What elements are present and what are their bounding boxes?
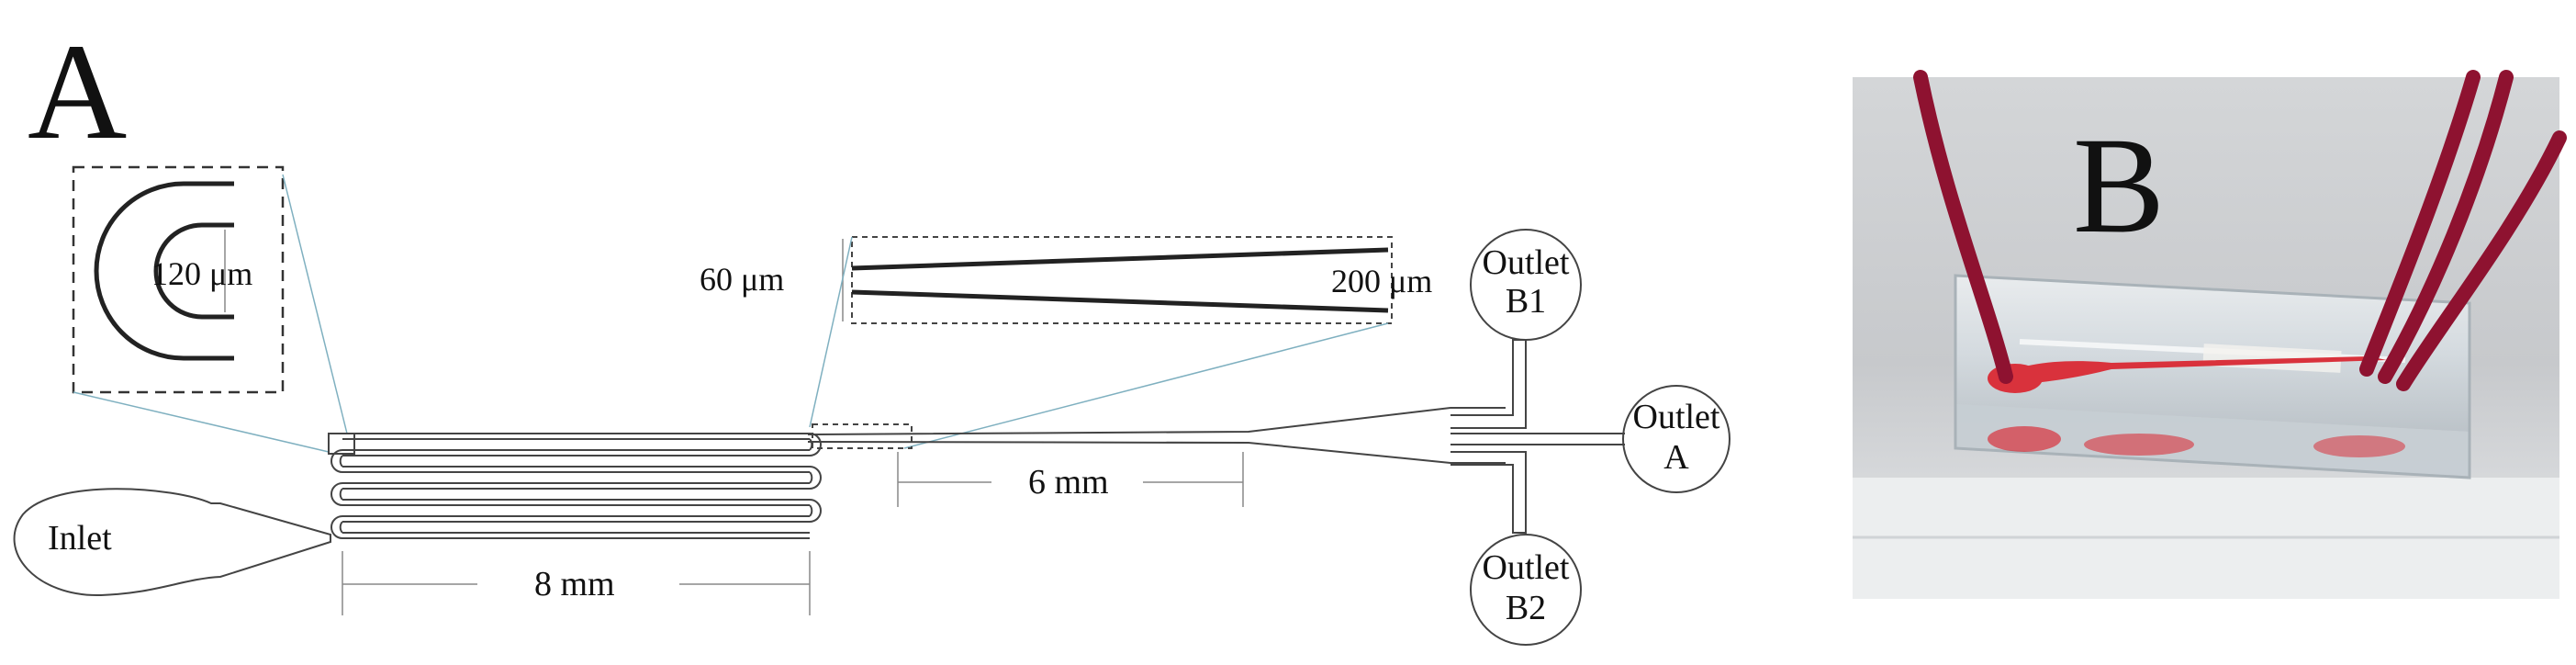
- tube-inlet: [1913, 70, 2013, 384]
- channel-upper-wall: [807, 407, 1506, 435]
- bend-dimension-label: 120 μm: [151, 255, 252, 292]
- bend-inner-wall: [153, 222, 234, 320]
- outlet-b1-line2: B1: [1506, 282, 1546, 321]
- panel-a: A 120 μm Inlet 8 mm: [13, 16, 1730, 646]
- outlet-a-line1: Outlet: [1633, 398, 1720, 436]
- channel-lower-wall: [807, 441, 1506, 464]
- inset-bend-frame: [72, 165, 285, 394]
- serpentine-bend: [330, 482, 343, 506]
- liquid-reflection-middle: [2084, 434, 2194, 456]
- tubing: [1913, 70, 2567, 391]
- inlet-label: Inlet: [48, 519, 112, 558]
- inset-taper: 60 μm 200 μm: [700, 236, 1432, 449]
- outlet-b1-line1: Outlet: [1483, 243, 1570, 282]
- serpentine-dimension: 8 mm: [342, 551, 811, 615]
- outlet-b1: Outlet B1: [1470, 229, 1582, 341]
- outlet-b1-circle: [1470, 229, 1582, 341]
- inlet-chamber: [13, 488, 331, 597]
- outlet-a-line2: A: [1663, 438, 1689, 477]
- taper-zoom-marker: [812, 423, 913, 449]
- liquid-channel: [1999, 356, 2387, 385]
- serpentine-bend: [330, 449, 343, 473]
- outlet-b2-line2: B2: [1506, 589, 1546, 627]
- serpentine-loops: [330, 433, 822, 539]
- main-channel: [807, 339, 1625, 534]
- bend-outer-wall: [94, 181, 234, 361]
- serpentine-bend: [809, 433, 822, 456]
- taper-zoom-guide-left: [809, 236, 853, 428]
- outlet-a-circle: [1622, 385, 1730, 493]
- taper-narrow-label: 60 μm: [700, 261, 784, 298]
- panel-a-label: A: [28, 16, 127, 168]
- bend-zoom-marker: [328, 433, 355, 455]
- serpentine-bend: [330, 515, 343, 539]
- branch-b1: [1450, 339, 1527, 429]
- outlet-b2-circle: [1470, 534, 1582, 646]
- inset-bend: 120 μm: [72, 165, 348, 453]
- panel-b-label: B: [2073, 109, 2165, 262]
- taper-lower-wall: [851, 289, 1389, 313]
- serpentine-straight-segments: [342, 433, 810, 539]
- chip-label-strip: [2202, 344, 2342, 373]
- liquid-inlet-blob: [1988, 364, 2043, 393]
- taper-wide-label: 200 μm: [1331, 263, 1432, 299]
- taper-dimension: 6 mm: [897, 452, 1244, 507]
- outlet-a: Outlet A: [1622, 385, 1730, 493]
- serpentine-length-label: 8 mm: [534, 565, 615, 603]
- chip-outline: [1954, 274, 2471, 479]
- inset-taper-frame: [851, 236, 1393, 324]
- tube-outlet-3: [2396, 130, 2567, 391]
- serpentine-bend: [809, 499, 822, 523]
- tube-outlet-1: [2359, 70, 2481, 377]
- serpentine-channel: [328, 433, 822, 539]
- bend-zoom-guide-bottom: [73, 391, 330, 453]
- liquid-reflection-right: [2313, 435, 2405, 457]
- taper-zoom-guide-right: [903, 322, 1389, 449]
- outlet-b2: Outlet B2: [1470, 534, 1582, 646]
- branch-a: [1450, 433, 1625, 445]
- taper-length-label: 6 mm: [1028, 463, 1109, 502]
- outlet-b2-line1: Outlet: [1483, 548, 1570, 587]
- panel-b-photo: B: [1853, 70, 2567, 599]
- tube-outlet-2: [2378, 70, 2514, 384]
- taper-upper-wall: [851, 247, 1389, 271]
- chip-front-face: [1955, 404, 2470, 478]
- pdms-chip: [1954, 274, 2471, 479]
- inlet: Inlet: [13, 488, 331, 597]
- branch-b2: [1450, 451, 1527, 534]
- liquid-reflection-left: [1988, 426, 2061, 452]
- bend-zoom-guide-top: [282, 174, 348, 434]
- serpentine-bend: [809, 466, 822, 490]
